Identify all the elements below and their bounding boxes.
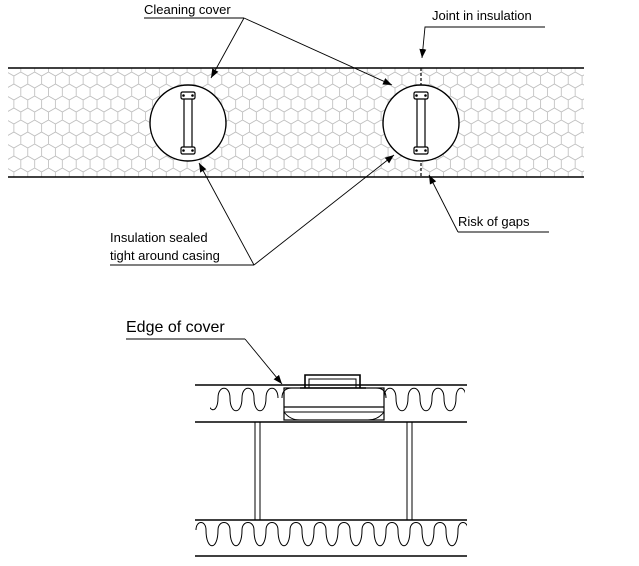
leader-edge-of-cover <box>244 338 283 385</box>
label-cleaning-cover: Cleaning cover <box>144 2 231 17</box>
label-joint-in-insulation: Joint in insulation <box>432 8 532 23</box>
cleaning-cover-right <box>382 84 460 162</box>
label-edge-of-cover: Edge of cover <box>126 319 225 336</box>
leader-lines-top <box>198 17 459 266</box>
insulation-strip <box>8 67 584 178</box>
top-panel-section <box>195 374 467 423</box>
cleaning-cover-left <box>149 84 227 162</box>
label-insulation-sealed-line2: tight around casing <box>110 248 220 263</box>
label-insulation-sealed-line1: Insulation sealed <box>110 230 208 245</box>
label-risk-of-gaps: Risk of gaps <box>458 214 530 229</box>
support-rods <box>254 422 413 520</box>
bottom-panel-section <box>195 519 467 557</box>
